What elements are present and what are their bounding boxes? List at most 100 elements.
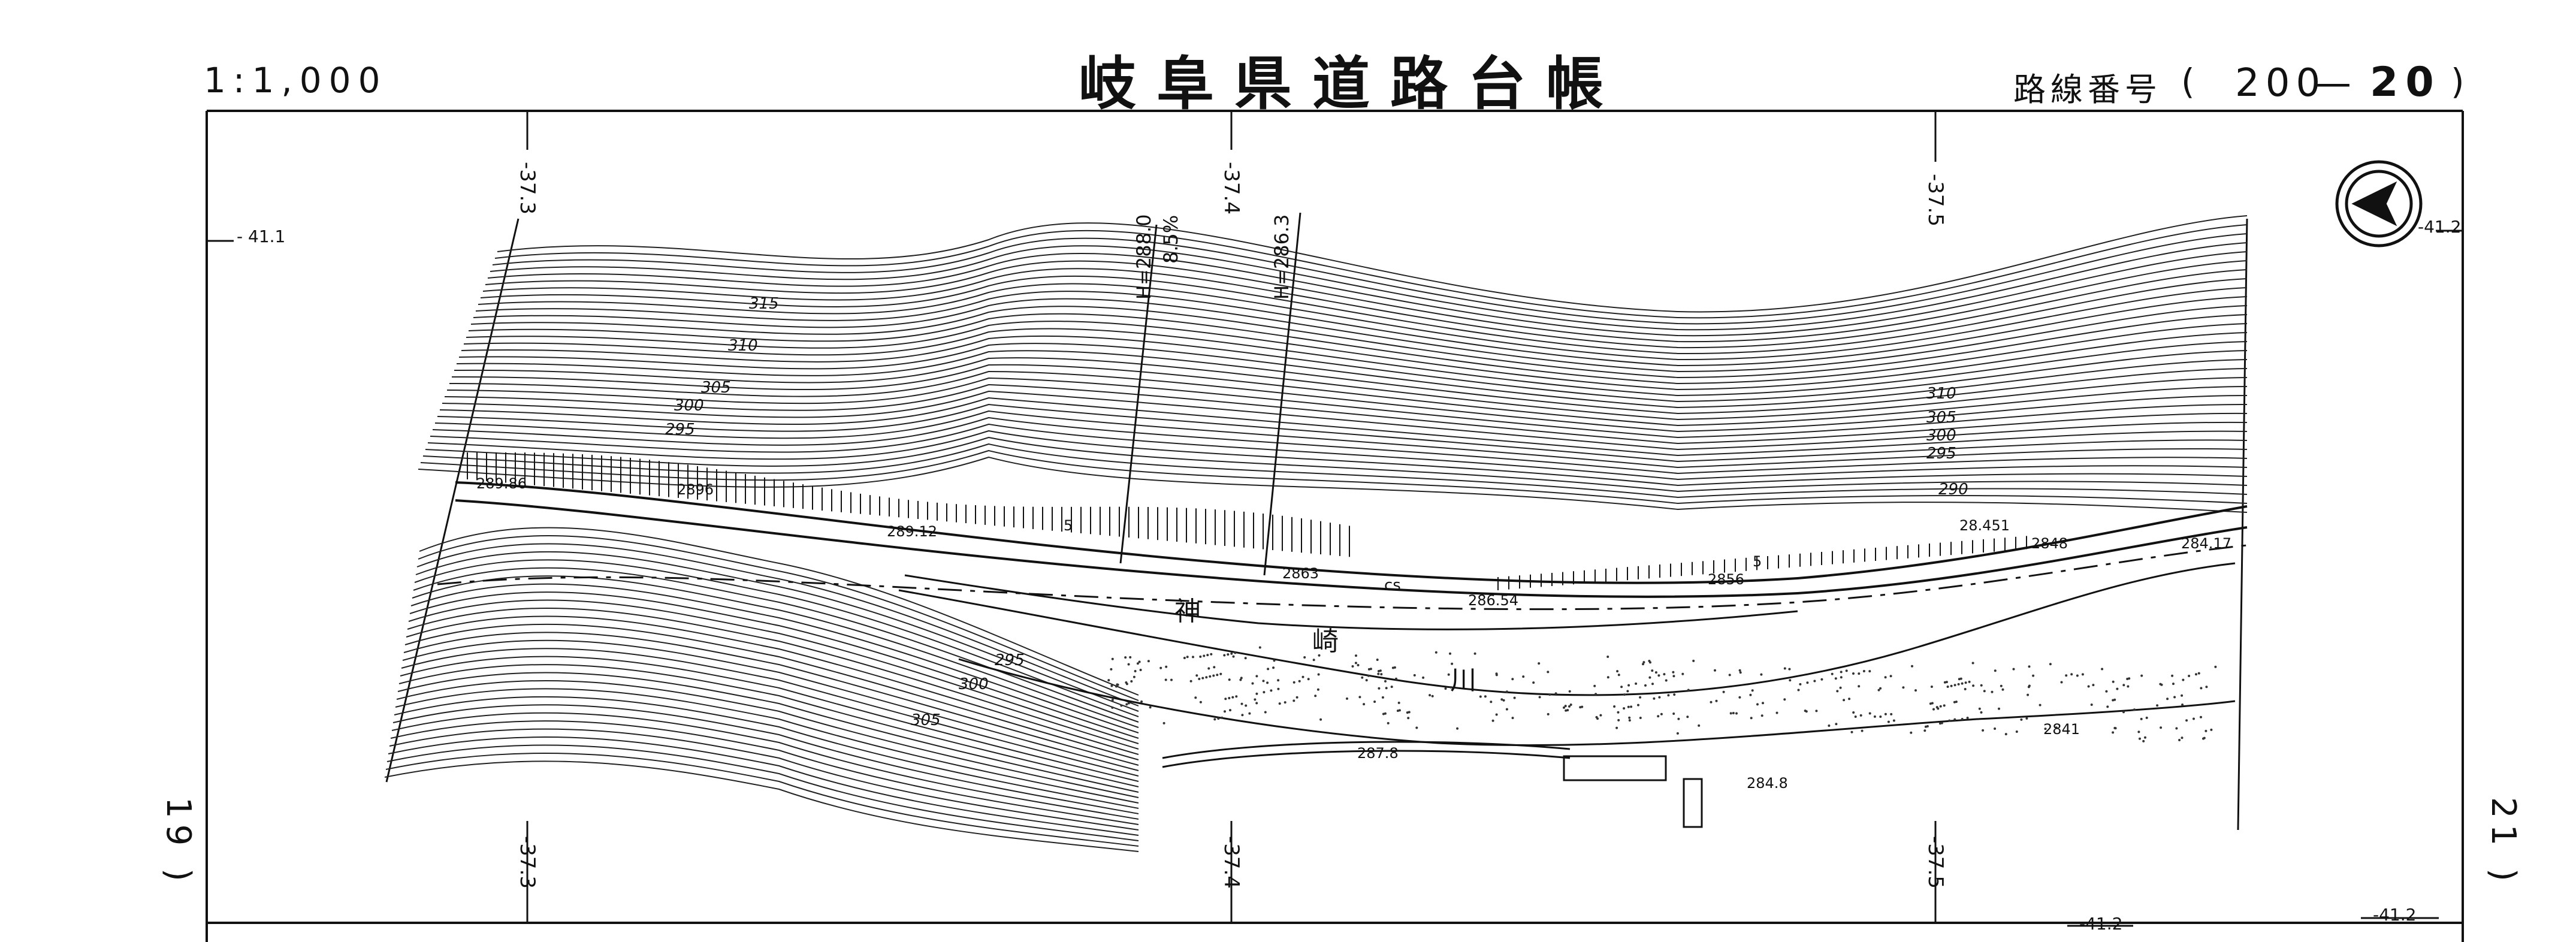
sand-dot (1479, 695, 1482, 698)
sand-dot (1943, 704, 1946, 707)
sand-dot (1831, 672, 1834, 675)
contour-line (391, 712, 1139, 820)
sand-dot (1270, 689, 1273, 692)
contour-line (494, 224, 2248, 319)
sand-dot (1312, 659, 1315, 662)
sand-dot (1887, 720, 1890, 723)
sand-dot (1642, 663, 1644, 666)
sand-dot (1140, 700, 1143, 703)
contour-line (416, 543, 1139, 707)
sand-dot (1813, 680, 1816, 683)
sand-dot (1384, 712, 1387, 715)
sand-dot (1879, 687, 1882, 690)
sand-dot (2204, 729, 2207, 732)
sand-dot (1649, 661, 1651, 664)
sand-dot (1606, 656, 1609, 658)
sand-dot (1292, 681, 1295, 684)
sand-dot (2205, 686, 2208, 689)
cs-mark: cs (1384, 576, 1401, 594)
sand-dot (2113, 698, 2116, 701)
sand-dot (1130, 680, 1133, 683)
sand-dot (1978, 707, 1981, 710)
sand-dot (1277, 679, 1280, 682)
sand-dot (1408, 711, 1411, 714)
sand-dot (1120, 704, 1123, 707)
sand-dot (1203, 654, 1206, 657)
contour-line (475, 291, 2248, 367)
sand-dot (1127, 702, 1130, 705)
sand-dot (2032, 674, 2035, 677)
contour-line (419, 527, 1139, 696)
contour-line (490, 242, 2248, 331)
sand-dot (1484, 695, 1487, 698)
sand-dot (2070, 673, 2073, 676)
sand-dot (2001, 688, 2004, 691)
sand-dot (1376, 659, 1379, 661)
sand-dot (1873, 715, 1876, 718)
sand-dot (1449, 652, 1451, 655)
sand-dot (2116, 687, 2119, 690)
sand-dot (1385, 687, 1388, 690)
lower-road-structure (1162, 741, 1703, 828)
sand-dot (1868, 670, 1871, 673)
sand-dot (2210, 728, 2213, 731)
sand-dot (1245, 704, 1248, 707)
sand-dot (1548, 693, 1551, 696)
sand-dot (1760, 714, 1763, 717)
sand-dot (1627, 705, 1630, 708)
sand-dot (1277, 687, 1280, 690)
sand-dot (2020, 718, 2023, 721)
sand-dot (1361, 676, 1364, 679)
river-name-char: 神 (1174, 596, 1201, 627)
north-arrow-icon (2335, 160, 2423, 247)
sand-dot (1564, 705, 1567, 708)
sand-dot (1980, 684, 1983, 687)
sand-dot (1207, 667, 1210, 670)
sand-dot (1406, 711, 1409, 714)
sand-dot (1983, 690, 1986, 693)
contour-line (478, 283, 2248, 361)
sand-dot (1316, 688, 1319, 691)
sand-dot (1532, 681, 1535, 684)
sand-dot (1615, 726, 1618, 729)
sand-dot (2140, 674, 2143, 677)
sand-dot (1953, 684, 1956, 687)
sand-dot (1194, 696, 1197, 699)
sand-dot (1639, 696, 1642, 699)
sand-dot (1877, 689, 1880, 692)
sand-dot (1170, 678, 1173, 681)
route-dash: — (2313, 61, 2351, 105)
contour-line (384, 760, 1139, 852)
sand-dot (1715, 699, 1718, 702)
sand-dot (2081, 673, 2084, 676)
sand-dot (2112, 731, 2115, 734)
elevation-label: 28.451 (1959, 517, 2010, 534)
sand-dot (1314, 695, 1317, 698)
sand-dot (1264, 711, 1267, 714)
sand-dot (1272, 666, 1275, 669)
sand-dot (1892, 719, 1895, 722)
sand-dot (1852, 672, 1855, 675)
sand-dot (1199, 701, 1202, 704)
sand-dot (1653, 697, 1656, 700)
sand-dot (1854, 715, 1857, 718)
sand-dot (1235, 695, 1238, 698)
sand-dot (1263, 691, 1266, 694)
sand-dot (1626, 690, 1629, 693)
sand-dot (2027, 693, 2030, 696)
sand-dot (1799, 683, 1802, 686)
sand-dot (1213, 666, 1216, 669)
sand-dot (1206, 654, 1209, 657)
sand-dot (1213, 718, 1216, 721)
sand-dot (2049, 663, 2052, 666)
sand-dot (2160, 683, 2163, 686)
sand-dot (1839, 686, 1842, 689)
sand-dot (1456, 727, 1459, 730)
sand-dot (1620, 686, 1623, 689)
sand-dot (1642, 661, 1645, 664)
upper-contour-lines (418, 215, 2248, 513)
sand-dot (2178, 739, 2181, 741)
sand-dot (1318, 654, 1321, 657)
sand-dot (1223, 654, 1226, 657)
sand-dot (1948, 719, 1951, 722)
